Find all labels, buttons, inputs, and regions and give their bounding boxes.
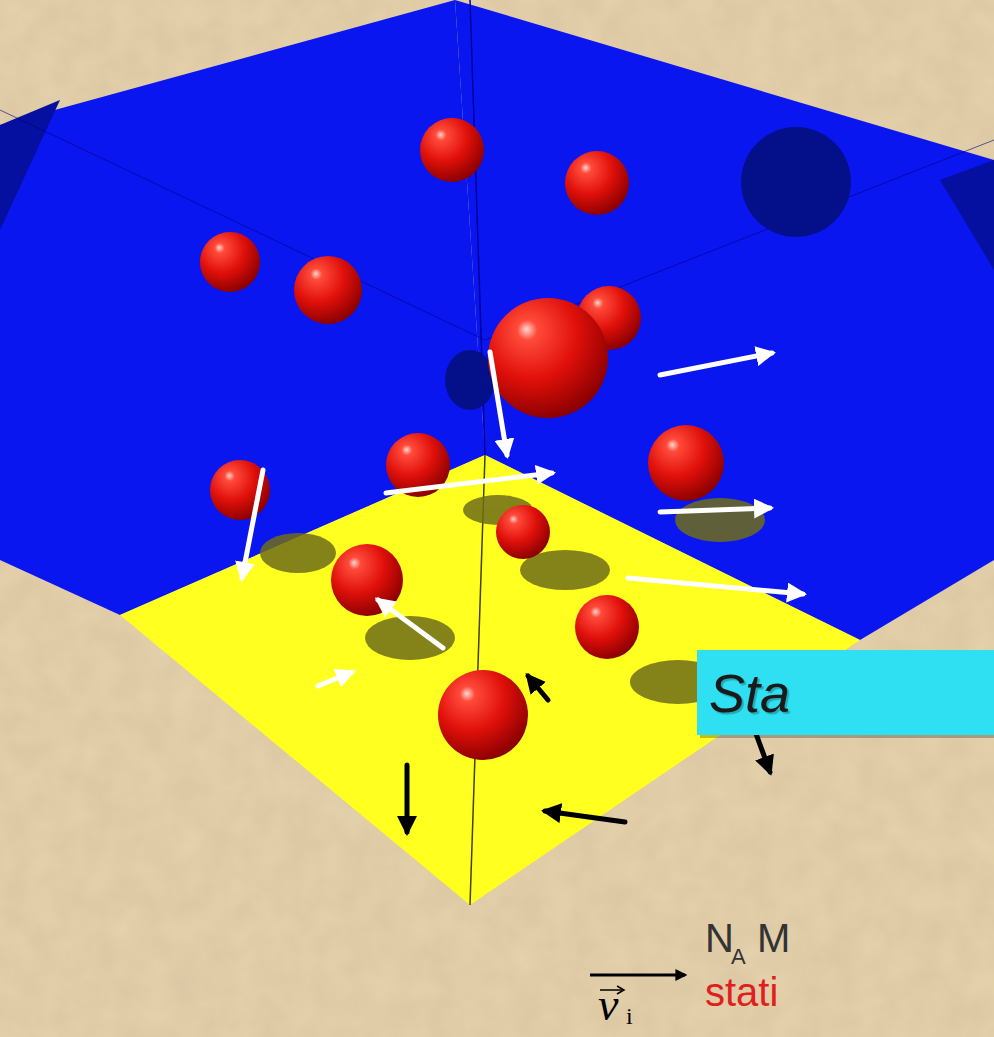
velocity-arrow [490,352,507,455]
floor-shadows [260,495,765,704]
velocity-arrow [405,765,410,832]
molecule [496,505,550,559]
molecule [438,670,528,760]
wall-shadow [741,127,851,237]
velocity-arrow [660,508,770,512]
molecule [488,298,608,418]
red-word: stati [705,972,778,1012]
molecule [294,256,362,324]
velocity-arrow [242,470,263,578]
velocity-arrow [628,578,803,594]
velocity-arrow [386,473,552,493]
shadow [260,533,336,573]
velocity-arrows [242,352,803,686]
velocity-arrow [528,676,548,700]
legend-arrow [590,974,685,977]
box-edge [0,110,485,340]
molecule [575,595,639,659]
molecule [420,118,484,182]
subscript: i [626,1004,633,1028]
right-wall [455,0,994,640]
wall-shade [0,100,60,230]
molecules [200,118,724,760]
symbol-letter: M [757,918,790,958]
wall-shadow [445,350,495,410]
velocity-arrow [660,353,772,375]
symbol-letter: N [705,918,734,958]
molecule [565,151,629,215]
molecule [648,425,724,501]
subscript: A [731,946,746,968]
molecule [331,544,403,616]
shadow [675,498,765,542]
velocity-symbol: v [598,982,618,1028]
velocity-arrow [318,672,352,686]
velocity-arrow [378,600,443,648]
title-text: Sta [709,662,982,724]
velocity-arrow [545,811,625,822]
wall-shade [940,160,994,270]
title-banner: Sta [697,650,994,735]
molecule [200,232,260,292]
